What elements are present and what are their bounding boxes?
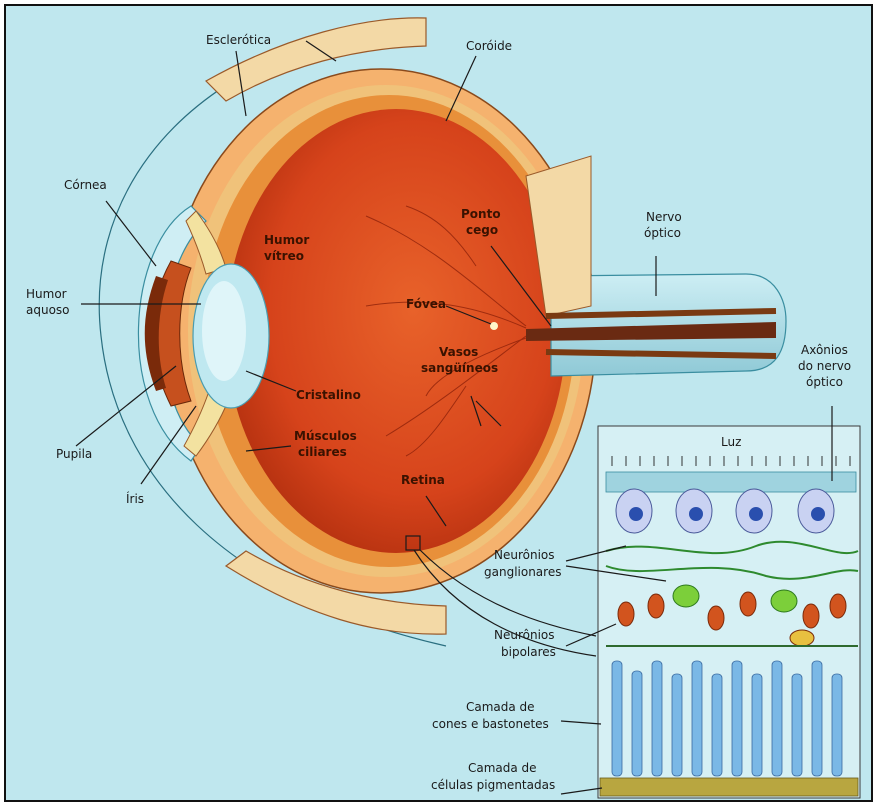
pigment-layer bbox=[600, 778, 858, 796]
label-vasos-2: sangüíneos bbox=[421, 361, 498, 375]
label-vasos-1: Vasos bbox=[439, 345, 478, 359]
label-iris: Íris bbox=[126, 491, 144, 506]
label-cones-2: cones e bastonetes bbox=[432, 717, 549, 731]
label-coroide: Coróide bbox=[466, 39, 512, 53]
label-ponto-cego-1: Ponto bbox=[461, 207, 501, 221]
label-ganglionares-2: ganglionares bbox=[484, 565, 561, 579]
label-axonios-2: do nervo bbox=[798, 359, 851, 373]
label-cones-1: Camada de bbox=[466, 700, 535, 714]
label-musculos-1: Músculos bbox=[294, 429, 357, 443]
retina-detail-panel bbox=[598, 406, 860, 798]
fovea-dot bbox=[490, 322, 498, 330]
label-cristalino: Cristalino bbox=[296, 388, 361, 402]
label-pigmentadas-1: Camada de bbox=[468, 761, 537, 775]
label-fovea: Fóvea bbox=[406, 297, 446, 311]
label-luz: Luz bbox=[721, 435, 741, 449]
label-nervo-1: Nervo bbox=[646, 210, 682, 224]
label-musculos-2: ciliares bbox=[298, 445, 347, 459]
label-cornea: Córnea bbox=[64, 178, 107, 192]
eye-anatomy-svg: Esclerótica Coróide Córnea Humor aquoso … bbox=[6, 6, 871, 800]
vitreous-humor bbox=[226, 109, 566, 553]
label-humor-vitreo-2: vítreo bbox=[264, 249, 304, 263]
label-ponto-cego-2: cego bbox=[466, 223, 498, 237]
label-humor-aquoso-2: aquoso bbox=[26, 303, 70, 317]
label-esclerotica: Esclerótica bbox=[206, 33, 271, 47]
label-ganglionares-1: Neurônios bbox=[494, 548, 555, 562]
label-humor-aquoso-1: Humor bbox=[26, 287, 67, 301]
label-axonios-1: Axônios bbox=[801, 343, 848, 357]
label-nervo-2: óptico bbox=[644, 226, 681, 240]
label-pupila: Pupila bbox=[56, 447, 92, 461]
label-humor-vitreo-1: Humor bbox=[264, 233, 309, 247]
label-bipolares-1: Neurônios bbox=[494, 628, 555, 642]
eye-diagram-frame: Esclerótica Coróide Córnea Humor aquoso … bbox=[4, 4, 873, 802]
label-pigmentadas-2: células pigmentadas bbox=[431, 778, 555, 792]
lens-highlight bbox=[202, 281, 246, 381]
label-retina: Retina bbox=[401, 473, 445, 487]
label-bipolares-2: bipolares bbox=[501, 645, 556, 659]
label-axonios-3: óptico bbox=[806, 375, 843, 389]
